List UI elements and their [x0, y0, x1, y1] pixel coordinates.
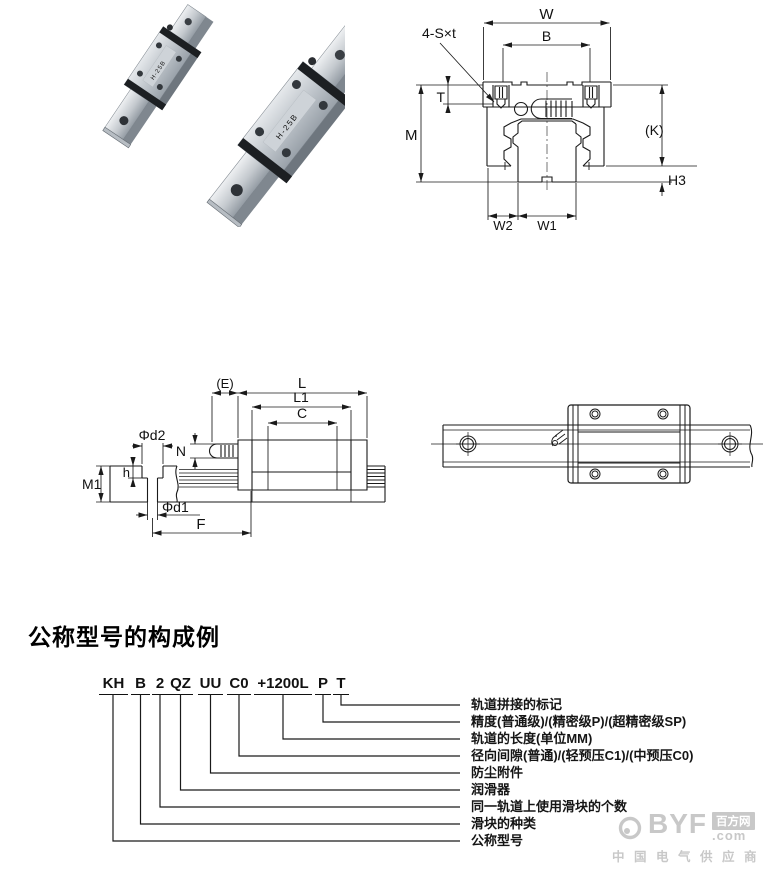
rail-block-side — [109, 439, 386, 503]
dim-label-k: (K) — [645, 122, 664, 138]
byf-logo-icon — [618, 816, 642, 840]
code-meaning-b: 滑块的种类 — [471, 816, 537, 831]
code-meaning-p: 精度(普通级)/(精密级P)/(超精密级SP) — [471, 714, 687, 729]
dim-label-w1: W1 — [537, 218, 557, 233]
dim-label-screws: 4-S×t — [422, 25, 456, 41]
dimension-labels: (E) L L1 C Φd2 N M1 h Φd1 F — [82, 375, 309, 533]
model-code-qz: QZ — [168, 675, 193, 695]
model-code-connectors — [112, 694, 460, 842]
byf-badge: 百方网 — [712, 812, 755, 830]
rail-block-top — [431, 404, 763, 484]
dim-label-n: N — [176, 443, 186, 459]
dim-label-c: C — [297, 405, 307, 421]
guide-assembly-large: H-25B — [206, 20, 345, 227]
code-meaning-t: 轨道拼接的标记 — [471, 697, 563, 712]
code-meaning-2: 同一轨道上使用滑块的个数 — [471, 799, 628, 814]
model-code-uu: UU — [198, 675, 223, 695]
code-meaning-qz: 润滑器 — [471, 782, 511, 797]
byf-suffix: .com — [712, 828, 747, 843]
dim-label-m1: M1 — [82, 476, 102, 492]
model-code-p: P — [315, 675, 331, 695]
top-view-diagram — [431, 404, 763, 484]
cross-section-diagram: W B 4-S×t T M (K) H3 W2 W1 — [405, 6, 697, 233]
code-meaning-kh: 公称型号 — [471, 833, 524, 848]
model-code-2: 2 — [152, 675, 168, 695]
model-code-c0: C0 — [227, 675, 251, 695]
guide-assembly-small: H-25B — [102, 4, 214, 149]
side-view-diagram: (E) L L1 C Φd2 N M1 h Φd1 F — [82, 375, 386, 537]
dim-label-m: M — [405, 127, 418, 144]
dim-label-b: B — [542, 28, 551, 44]
code-meaning-1200l: 轨道的长度(单位MM) — [471, 731, 593, 746]
model-code-t: T — [333, 675, 349, 695]
dim-label-l1: L1 — [293, 389, 309, 405]
dim-label-f: F — [196, 516, 205, 533]
dim-label-e: (E) — [216, 376, 233, 391]
code-meaning-c0: 径向间隙(普通)/(轻预压C1)/(中预压C0) — [471, 748, 694, 763]
model-code-1200l: +1200L — [254, 675, 312, 695]
dim-label-w2: W2 — [493, 218, 513, 233]
code-meaning-uu: 防尘附件 — [471, 765, 524, 780]
dim-label-t: T — [436, 89, 445, 105]
model-code-b: B — [131, 675, 150, 695]
product-photo: H-25B H-25B — [102, 4, 345, 227]
byf-logo-text: BYF — [648, 808, 707, 839]
dimension-lines — [416, 20, 697, 220]
dim-label-w: W — [539, 6, 554, 23]
model-code-kh: KH — [99, 675, 128, 695]
section-heading: 公称型号的构成例 — [28, 624, 220, 650]
dim-label-d2: Φd2 — [139, 427, 166, 443]
dimension-lines — [96, 390, 368, 537]
watermark: BYF 百方网 .com 中国电气供应商 — [608, 806, 776, 868]
byf-tagline: 中国电气供应商 — [612, 850, 767, 864]
block-rail-section — [482, 72, 612, 192]
dim-label-l: L — [298, 375, 306, 392]
grease-nipple-top — [551, 429, 568, 447]
dim-label-h3: H3 — [668, 172, 686, 188]
dim-label-d1: Φd1 — [162, 499, 189, 515]
dim-label-h: h — [123, 465, 130, 480]
dimension-labels: W B 4-S×t T M (K) H3 W2 W1 — [405, 6, 686, 233]
